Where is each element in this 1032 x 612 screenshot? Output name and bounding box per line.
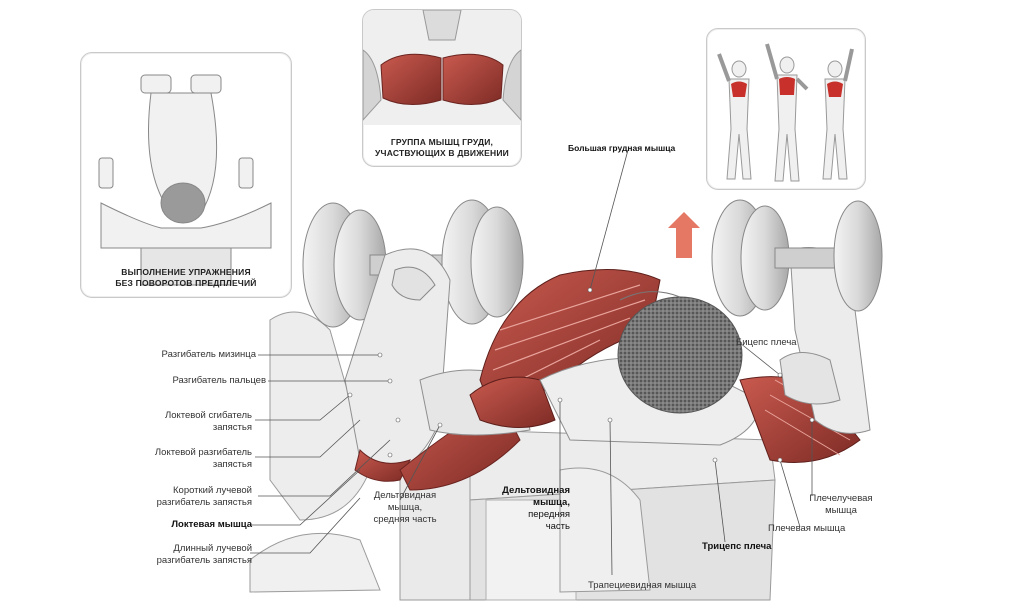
label-deltoid-front-line4: часть bbox=[545, 521, 570, 532]
label-dots bbox=[347, 287, 815, 463]
inset-forearm-illustration bbox=[98, 74, 272, 286]
left-forearm bbox=[344, 248, 451, 482]
pectoralis-muscle bbox=[469, 269, 661, 428]
inset-forearm-caption-line1: ВЫПОЛНЕНИЕ УПРАЖНЕНИЯ bbox=[121, 267, 251, 277]
label-deltoid-middle-line1: Дельтовидная bbox=[373, 490, 437, 501]
label-brachioradialis-line1: Плечелучевая bbox=[809, 493, 873, 504]
label-extensor-carpi-ulnaris-line2: запястья bbox=[212, 459, 252, 470]
label-brachioradialis-line2: мышца bbox=[825, 505, 857, 516]
label-deltoid-front: Дельтовидная мышца, передняя часть bbox=[502, 485, 570, 533]
right-dumbbell bbox=[711, 199, 883, 317]
label-brachialis-text: Плечевая мышца bbox=[768, 523, 846, 534]
label-pectoralis-major: Большая грудная мышца bbox=[568, 142, 675, 154]
label-extensor-carpi-radialis-longus-line1: Длинный лучевой bbox=[173, 543, 252, 554]
torso bbox=[539, 291, 761, 446]
label-deltoid-middle-line3: средняя часть bbox=[373, 514, 437, 525]
label-extensor-carpi-radialis-longus: Длинный лучевой разгибатель запястья bbox=[157, 543, 252, 567]
label-extensor-carpi-ulnaris-line1: Локтевой разгибатель bbox=[154, 447, 252, 458]
inset-chest-muscles: ГРУППА МЫШЦ ГРУДИ, УЧАСТВУЮЩИХ В ДВИЖЕНИ… bbox=[362, 9, 522, 167]
label-deltoid-middle-line2: мышца, bbox=[387, 502, 423, 513]
inset-chest-caption-line1: ГРУППА МЫШЦ ГРУДИ, bbox=[390, 137, 494, 147]
inset-figures-illustration bbox=[717, 43, 854, 182]
label-extensor-carpi-radialis-longus-line2: разгибатель запястья bbox=[156, 555, 252, 566]
inset-chest-caption-line2: УЧАСТВУЮЩИХ В ДВИЖЕНИИ bbox=[375, 148, 509, 158]
bench bbox=[399, 429, 776, 601]
label-biceps: Бицепс плеча bbox=[736, 337, 797, 349]
label-trapezius: Трапециевидная мышца bbox=[588, 580, 696, 592]
label-extensor-digitorum-text: Разгибатель пальцев bbox=[172, 375, 266, 386]
right-arm bbox=[739, 247, 871, 463]
label-extensor-carpi-radialis-brevis-line1: Короткий лучевой bbox=[173, 485, 252, 496]
label-deltoid-front-line2: мышца, bbox=[533, 497, 570, 508]
label-flexor-carpi-ulnaris: Локтевой сгибатель запястья bbox=[165, 410, 252, 434]
movement-arrow bbox=[668, 212, 700, 258]
label-deltoid-front-line1: Дельтовидная bbox=[502, 485, 570, 496]
label-triceps-text: Трицепс плеча bbox=[702, 541, 772, 552]
label-flexor-carpi-ulnaris-line1: Локтевой сгибатель bbox=[164, 410, 252, 421]
inset-anatomy-figures bbox=[706, 28, 866, 190]
label-brachialis: Плечевая мышца bbox=[768, 523, 845, 535]
legs bbox=[249, 311, 651, 593]
inset-forearm-position: ВЫПОЛНЕНИЕ УПРАЖНЕНИЯ БЕЗ ПОВОРОТОВ ПРЕД… bbox=[80, 52, 292, 298]
label-extensor-carpi-ulnaris: Локтевой разгибатель запястья bbox=[155, 447, 252, 471]
label-extensor-carpi-radialis-brevis: Короткий лучевой разгибатель запястья bbox=[157, 485, 252, 509]
inset-chest-illustration bbox=[363, 10, 521, 125]
label-extensor-digiti-minimi-text: Разгибатель мизинца bbox=[161, 349, 256, 360]
label-extensor-carpi-radialis-brevis-line2: разгибатель запястья bbox=[156, 497, 252, 508]
label-flexor-carpi-ulnaris-line2: запястья bbox=[212, 422, 252, 433]
label-deltoid-front-line3: передняя bbox=[528, 509, 570, 520]
label-biceps-text: Бицепс плеча bbox=[736, 337, 797, 348]
label-pectoralis-major-text: Большая грудная мышца bbox=[568, 143, 676, 153]
label-trapezius-text: Трапециевидная мышца bbox=[588, 580, 697, 591]
label-anconeus: Локтевая мышца bbox=[171, 519, 252, 531]
label-brachioradialis: Плечелучевая мышца bbox=[808, 493, 874, 517]
label-extensor-digiti-minimi: Разгибатель мизинца bbox=[162, 349, 256, 361]
left-upper-arm bbox=[399, 369, 531, 491]
inset-forearm-caption-line2: БЕЗ ПОВОРОТОВ ПРЕДПЛЕЧИЙ bbox=[115, 278, 257, 288]
label-triceps: Трицепс плеча bbox=[702, 541, 771, 553]
label-deltoid-middle: Дельтовидная мышца, средняя часть bbox=[370, 490, 440, 526]
left-dumbbell bbox=[302, 199, 524, 328]
label-extensor-digitorum: Разгибатель пальцев bbox=[172, 375, 266, 387]
label-anconeus-text: Локтевая мышца bbox=[171, 519, 252, 530]
